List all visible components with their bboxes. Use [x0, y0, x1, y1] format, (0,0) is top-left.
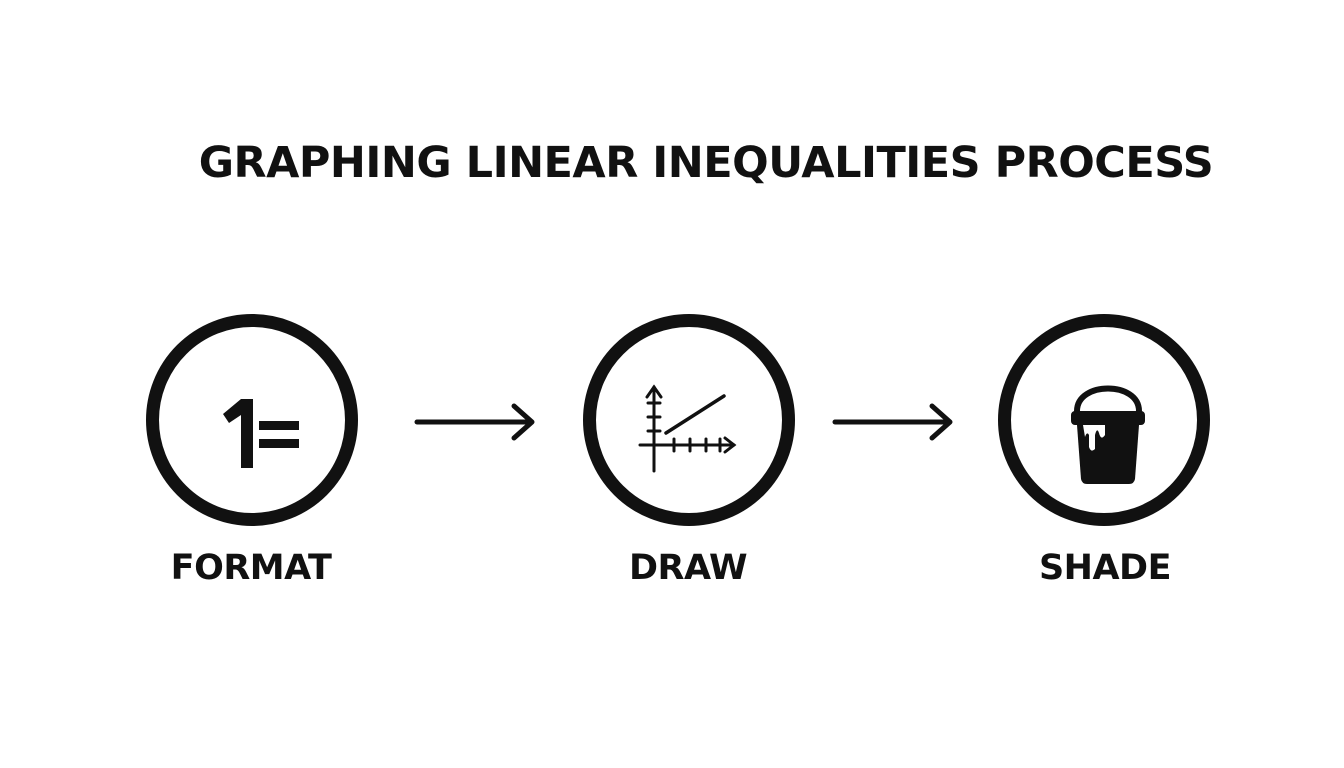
- equation-icon: [223, 399, 299, 468]
- format-step-circle: [146, 314, 358, 526]
- paint-bucket-icon: [1071, 385, 1145, 484]
- draw-step-circle: [583, 314, 795, 526]
- arrow-right-icon: [414, 403, 535, 441]
- shade-step-circle: [998, 314, 1210, 526]
- arrow-right-icon: [832, 403, 953, 441]
- shade-step-label: SHADE: [1038, 548, 1172, 588]
- draw-step-label: DRAW: [628, 548, 748, 588]
- diagram-title: GRAPHING LINEAR INEQUALITIES PROCESS: [198, 138, 1214, 188]
- format-step-label: FORMAT: [170, 548, 332, 588]
- graph-line-icon: [638, 384, 737, 473]
